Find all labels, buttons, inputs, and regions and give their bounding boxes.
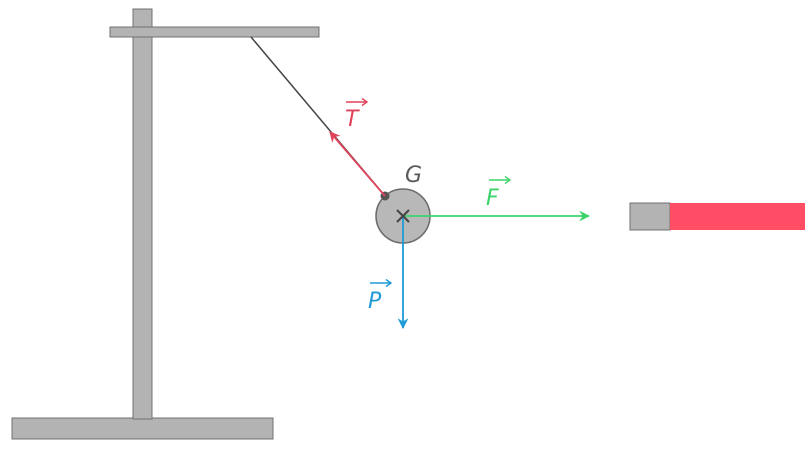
magnet xyxy=(629,202,805,231)
magnet-red-pole xyxy=(670,203,805,230)
cross-mark-icon xyxy=(396,209,410,223)
stand xyxy=(11,8,320,440)
stand-base xyxy=(11,417,274,440)
magnet-grey-pole xyxy=(629,202,671,231)
svg-text:T: T xyxy=(345,107,360,132)
weight-label: P xyxy=(368,278,393,314)
force-label: F xyxy=(486,175,512,211)
stand-pole xyxy=(132,8,153,420)
tension-label: T xyxy=(345,97,369,132)
tension-vector xyxy=(329,131,386,197)
center-label: G xyxy=(405,163,422,188)
svg-text:P: P xyxy=(368,289,382,314)
stand-arm xyxy=(109,26,320,38)
svg-text:F: F xyxy=(486,186,499,211)
